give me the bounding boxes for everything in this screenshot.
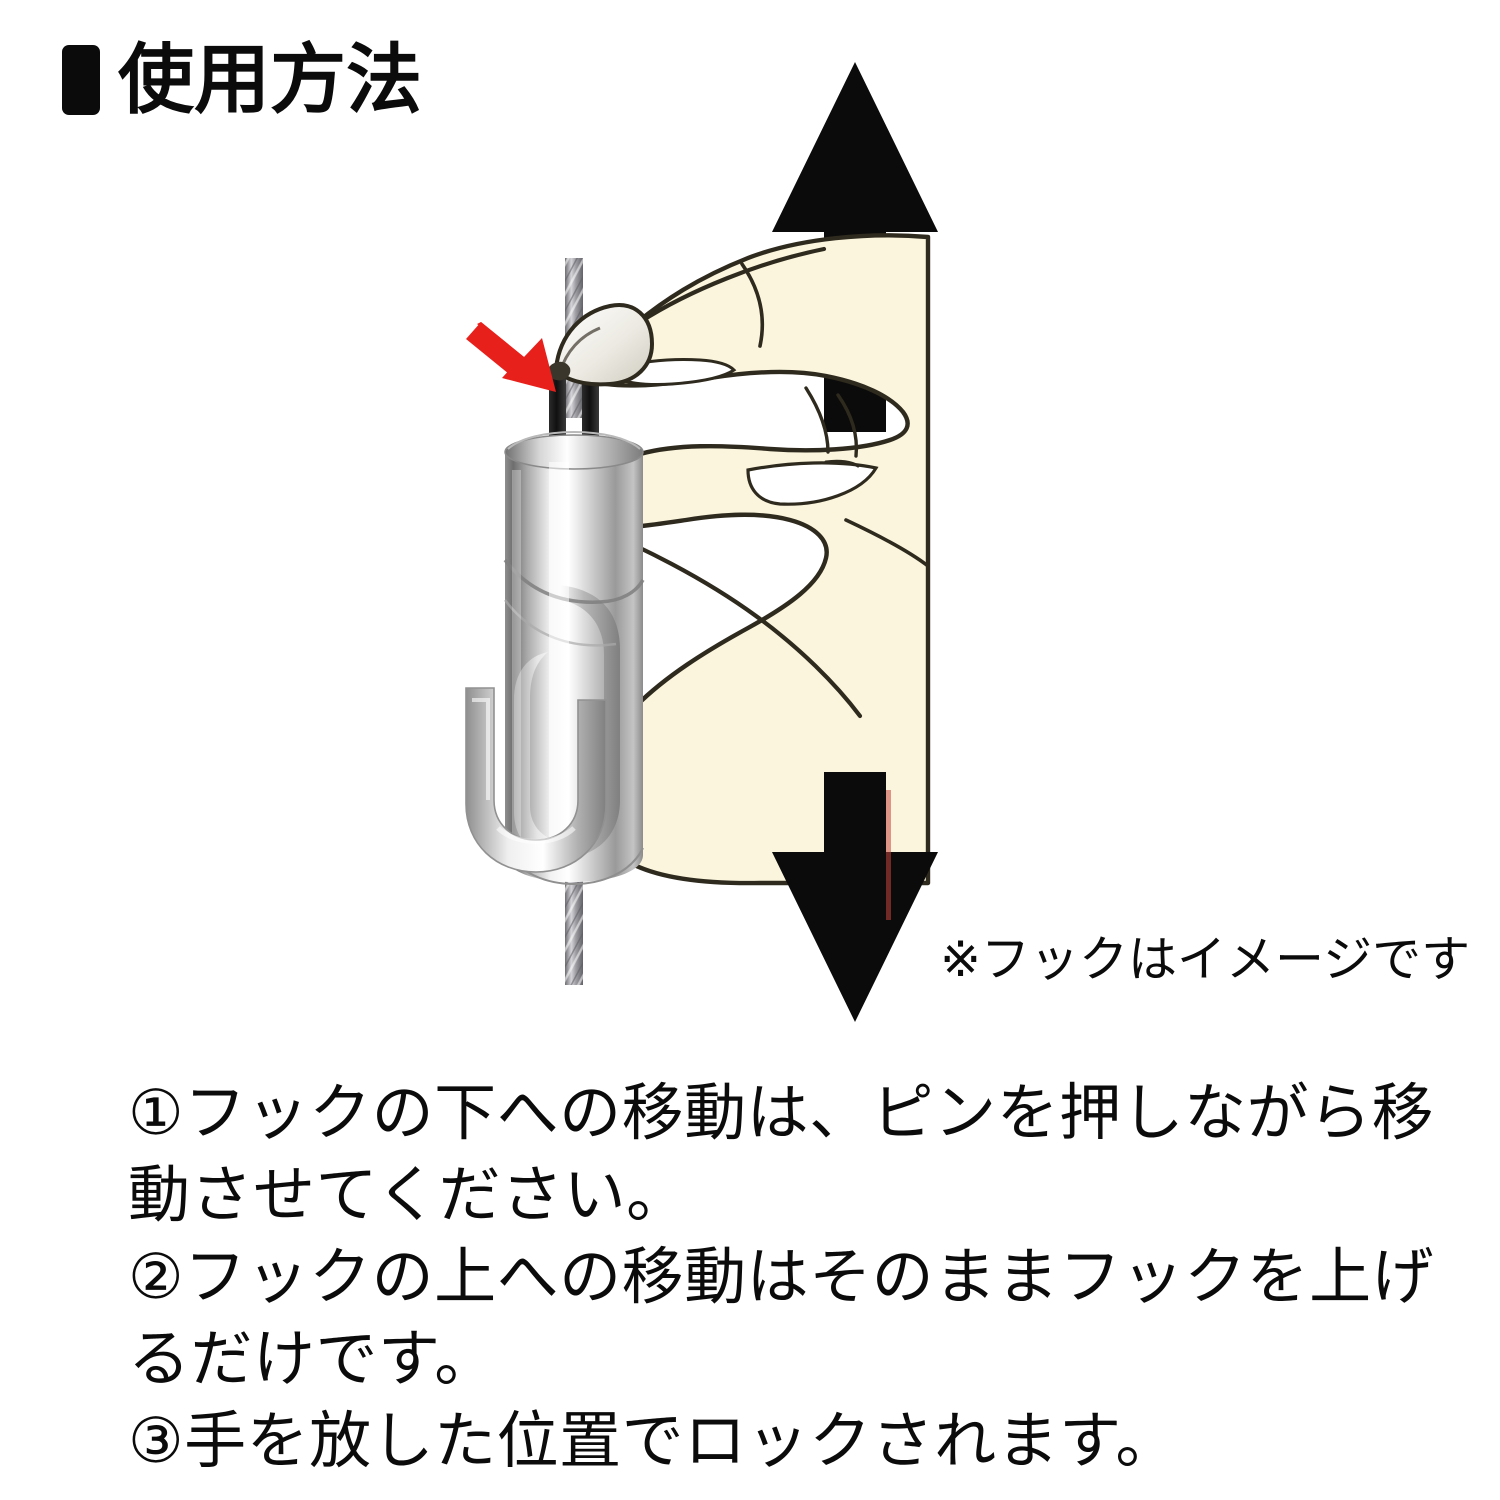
arrow-seam <box>886 790 891 920</box>
usage-illustration <box>465 62 938 1022</box>
instruction-list: ①フックの下への移動は、ピンを押しながら移 動させてください。 ②フックの上への… <box>128 1072 1458 1482</box>
arrow-red-pointer-icon <box>466 322 556 392</box>
page-title: 使用方法 <box>118 35 422 124</box>
thumbnail-icon <box>548 303 655 387</box>
pin-icon <box>549 378 599 440</box>
hand-icon <box>564 233 931 886</box>
page-heading: 使用方法 <box>62 42 422 118</box>
instruction-line: ③手を放した位置でロックされます。 <box>128 1404 1178 1477</box>
arrow-down-icon <box>772 772 938 1022</box>
instruction-line: ①フックの下への移動は、ピンを押しながら移 <box>128 1076 1435 1149</box>
illustration-caption: ※フックはイメージです <box>940 931 1471 988</box>
hook-body-icon <box>503 430 645 886</box>
hook-j-icon <box>465 687 607 873</box>
instruction-line: 動させてください。 <box>128 1158 689 1231</box>
square-bullet-icon <box>62 45 100 115</box>
instruction-line: ②フックの上への移動はそのままフックを上げ <box>128 1240 1435 1313</box>
instruction-line: るだけです。 <box>128 1322 497 1395</box>
